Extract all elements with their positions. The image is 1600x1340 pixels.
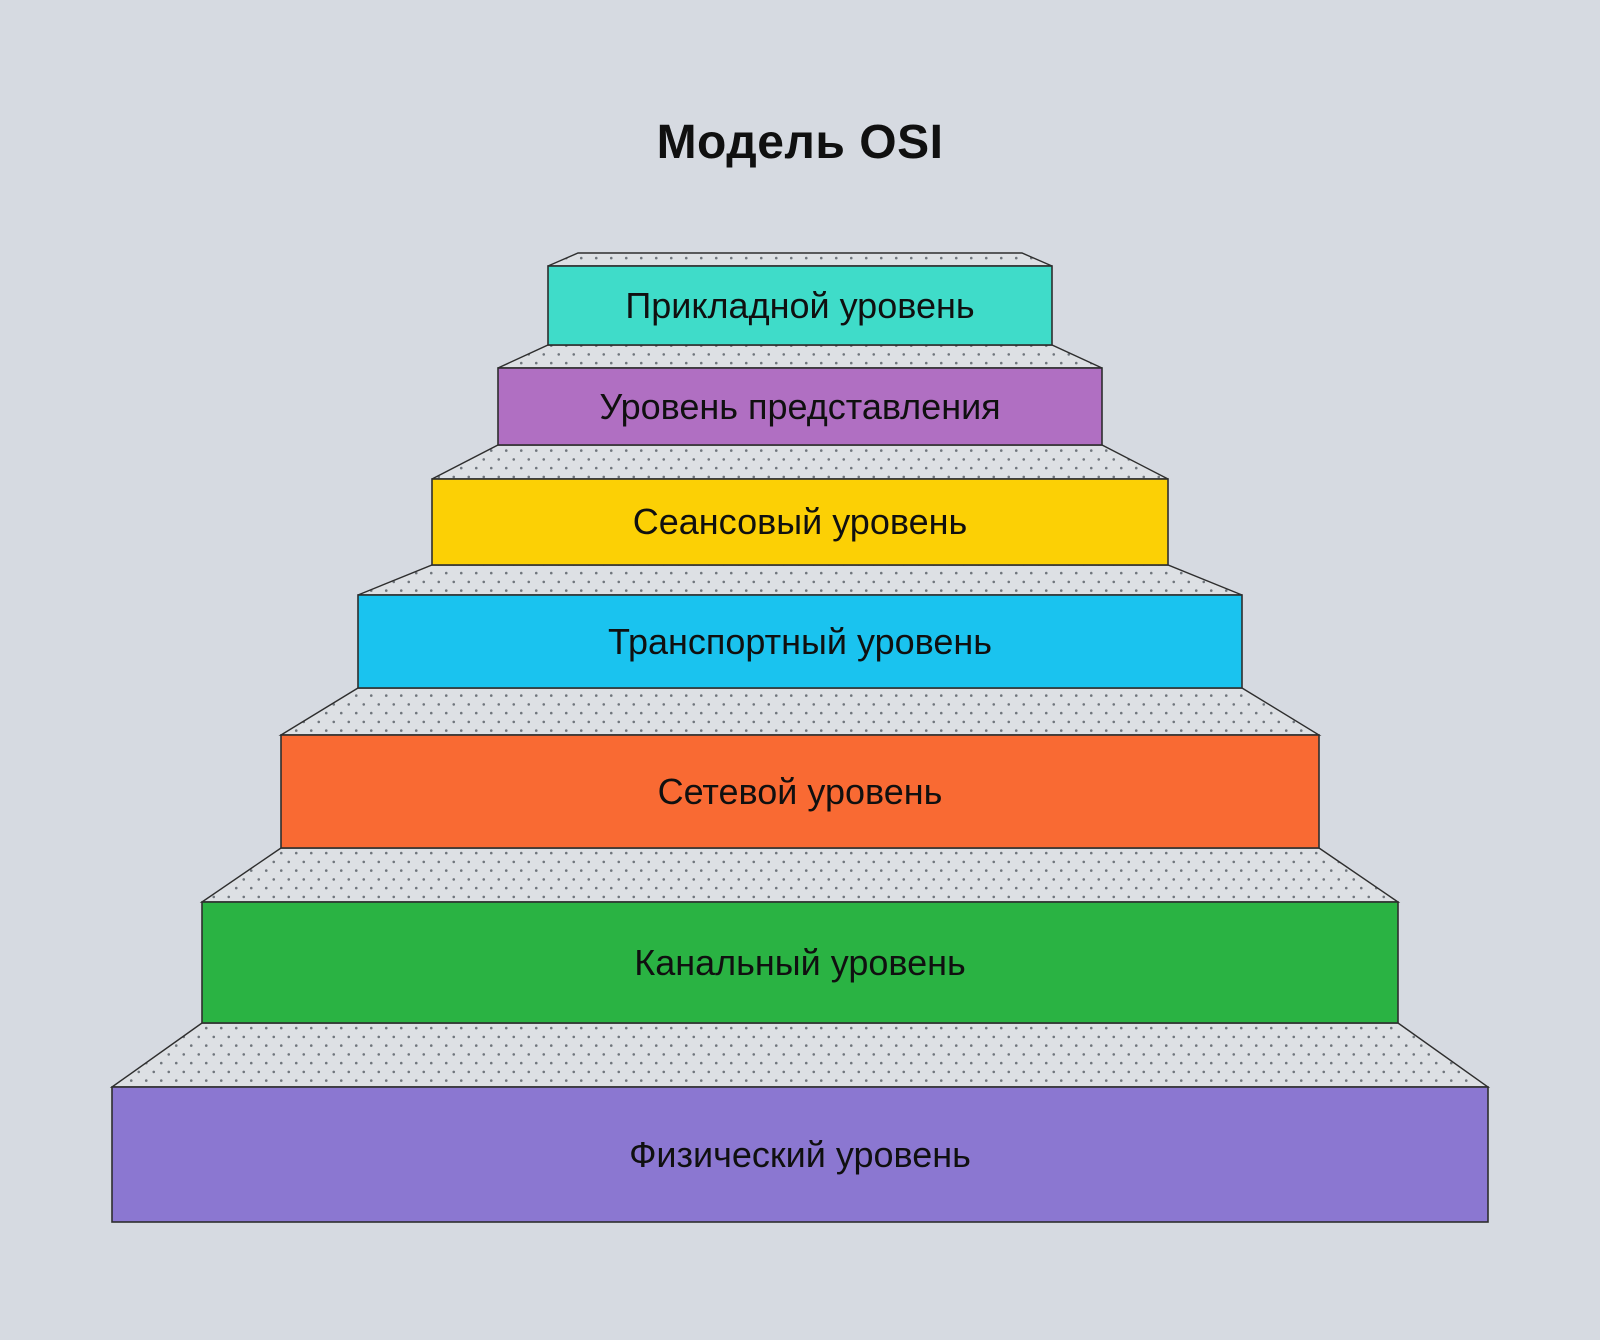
layer-face-session <box>431 478 1169 566</box>
layer-label-transport: Транспортный уровень <box>608 621 992 662</box>
layer-label-presentation: Уровень представления <box>599 386 1000 427</box>
layer-face-physical <box>111 1086 1489 1223</box>
layer-label-network: Сетевой уровень <box>658 771 943 812</box>
diagram-title: Модель OSI <box>657 116 944 169</box>
tread-network-datalink <box>199 847 1401 903</box>
tread-presentation-session <box>431 444 1169 480</box>
layer-face-network <box>280 734 1320 849</box>
layer-face-transport <box>357 594 1243 689</box>
layer-label-application: Прикладной уровень <box>625 285 974 326</box>
tread-application-presentation <box>497 344 1103 369</box>
tread-session-transport <box>357 564 1243 596</box>
tread-datalink-physical <box>109 1022 1491 1088</box>
layer-face-application <box>547 265 1053 346</box>
layer-face-presentation <box>497 367 1103 446</box>
roof-top-surface <box>547 252 1053 267</box>
tread-transport-network <box>278 687 1322 736</box>
layer-label-session: Сеансовый уровень <box>633 501 967 542</box>
layer-label-physical: Физический уровень <box>629 1134 971 1175</box>
layer-label-datalink: Канальный уровень <box>634 942 966 983</box>
layer-face-datalink <box>201 901 1399 1024</box>
